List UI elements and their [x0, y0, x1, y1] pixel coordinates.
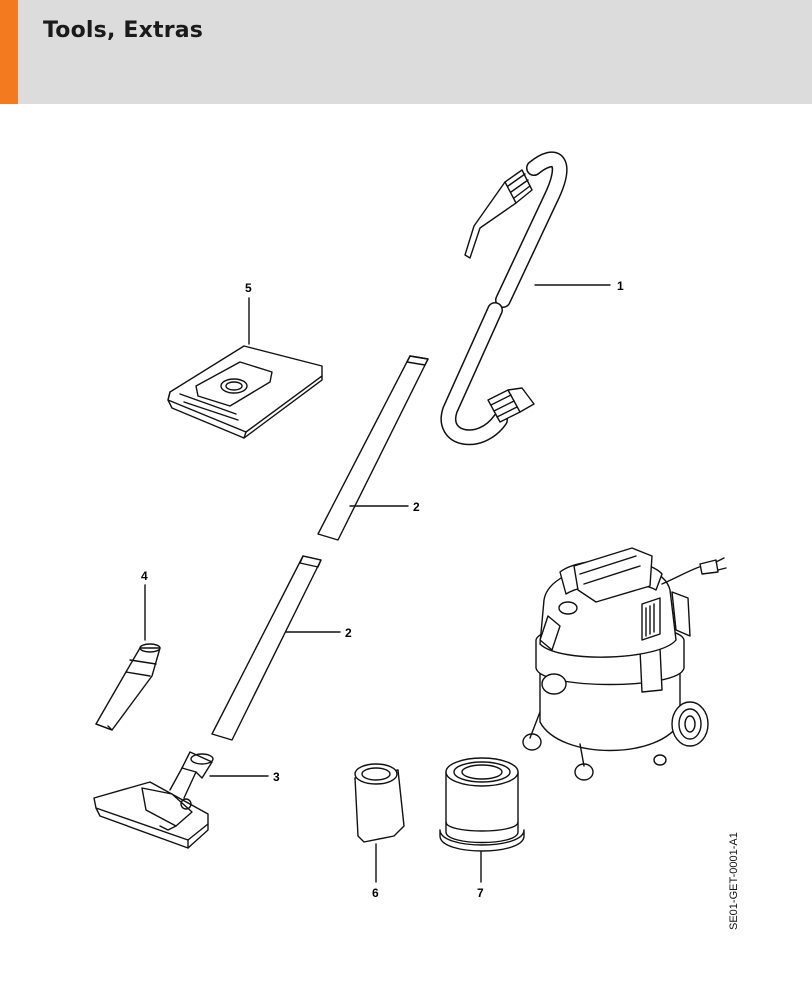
suction-hose-drawing: [440, 151, 568, 446]
suction-tube-lower-drawing: [211, 555, 322, 741]
vacuum-cleaner-drawing: [522, 547, 727, 781]
callout-5: 5: [245, 281, 252, 295]
filter-bag-drawing: [167, 345, 323, 439]
callout-2-upper: 2: [413, 500, 420, 514]
crevice-nozzle-drawing: [95, 643, 161, 731]
page-header: Tools, Extras: [0, 0, 812, 104]
drawing-reference-code: SE01-GET-0001-A1: [728, 832, 740, 930]
callout-1: 1: [617, 279, 624, 293]
cartridge-filter-drawing: [439, 757, 525, 852]
suction-tube-upper-drawing: [317, 355, 429, 541]
callout-2-lower: 2: [345, 626, 352, 640]
filter-sleeve-drawing: [354, 763, 405, 843]
callout-3: 3: [273, 770, 280, 784]
header-accent-bar: [0, 0, 18, 104]
callout-6: 6: [372, 886, 379, 900]
floor-nozzle-drawing: [93, 751, 214, 849]
page-title: Tools, Extras: [43, 18, 204, 43]
callout-7: 7: [477, 886, 484, 900]
callout-4: 4: [141, 569, 148, 583]
